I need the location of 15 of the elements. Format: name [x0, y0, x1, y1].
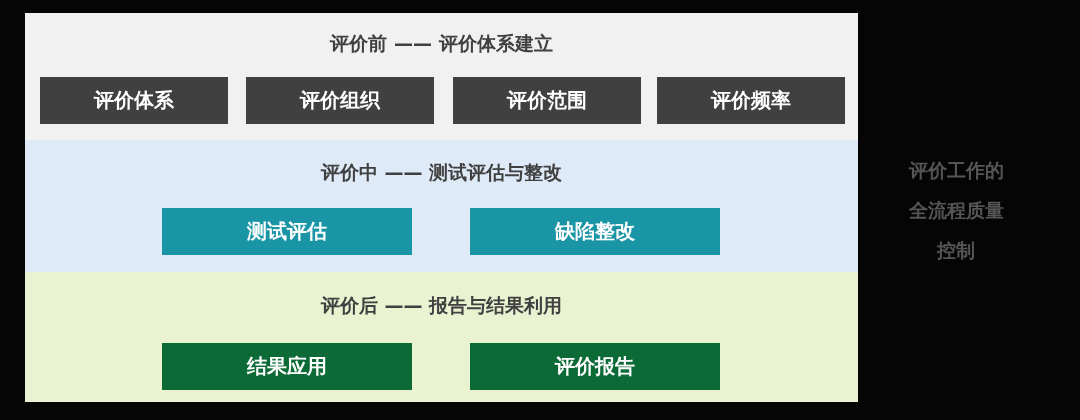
step-box: 评价范围	[453, 77, 641, 124]
section-heading: 评价后 —— 报告与结果利用	[319, 293, 564, 318]
section-band	[25, 140, 858, 272]
step-box: 结果应用	[162, 343, 412, 390]
step-box: 缺陷整改	[470, 208, 720, 255]
section-band	[25, 272, 858, 402]
step-box: 评价报告	[470, 343, 720, 390]
step-box: 测试评估	[162, 208, 412, 255]
step-box: 评价组织	[246, 77, 434, 124]
step-box: 评价频率	[657, 77, 845, 124]
section-heading: 评价前 —— 评价体系建立	[328, 31, 554, 56]
step-box: 评价体系	[40, 77, 228, 124]
section-heading: 评价中 —— 测试评估与整改	[319, 160, 564, 185]
section-band	[25, 13, 858, 140]
side-note: 评价工作的全流程质量控制	[907, 158, 1005, 263]
